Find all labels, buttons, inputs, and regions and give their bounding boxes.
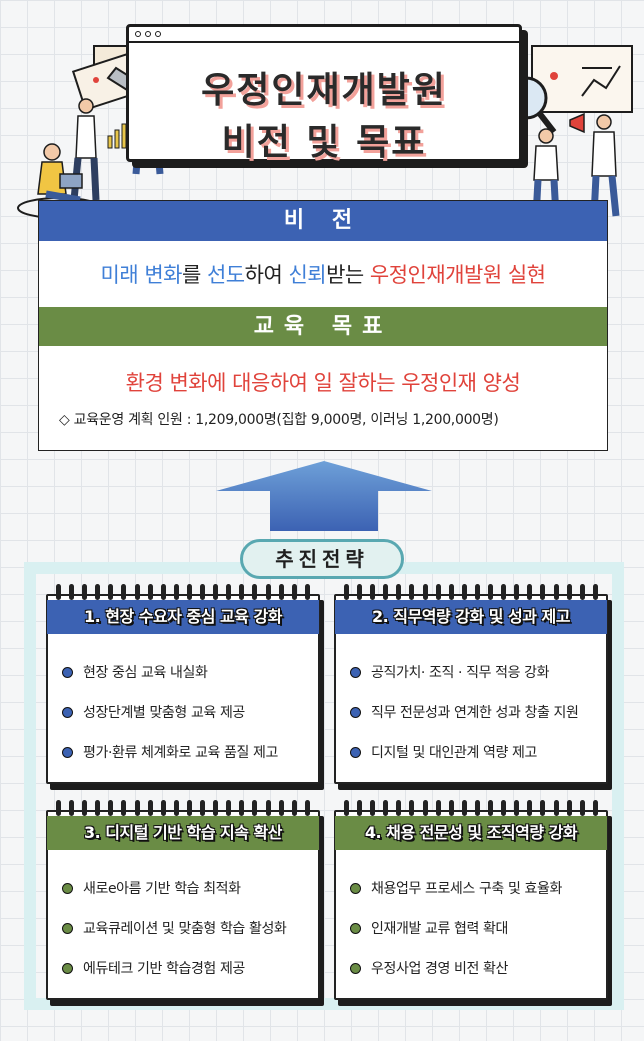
bullet-dot-icon	[350, 746, 361, 758]
window-dots-icon	[135, 31, 161, 37]
list-item-label: 현장 중심 교육 내실화	[83, 665, 208, 681]
bullet-dot-icon	[62, 706, 73, 718]
list-item: 채용업무 프로세스 구축 및 효율화	[350, 868, 600, 908]
vision-segment: 선도	[206, 263, 245, 287]
strategy-card: 3. 디지털 기반 학습 지속 확산 새로e아름 기반 학습 최적화 교육큐레이…	[46, 800, 320, 1000]
list-item-label: 새로e아름 기반 학습 최적화	[83, 881, 241, 897]
strategy-card: 4. 채용 전문성 및 조직역량 강화 채용업무 프로세스 구축 및 효율화 인…	[334, 800, 608, 1000]
list-item-label: 직무 전문성과 연계한 성과 창출 지원	[371, 705, 579, 721]
list-item: 현장 중심 교육 내실화	[62, 652, 312, 692]
list-item: 디지털 및 대인관계 역량 제고	[350, 732, 600, 772]
vision-goal-box: 비 전 미래 변화를 선도하여 신뢰받는 우정인재개발원 실현 교육 목표 환경…	[38, 200, 608, 451]
vision-segment: 미래 변화	[100, 263, 183, 287]
list-item-label: 성장단계별 맞춤형 교육 제공	[83, 705, 245, 721]
title-board: 우정인재개발원 비전 및 목표	[126, 24, 522, 163]
list-item: 직무 전문성과 연계한 성과 창출 지원	[350, 692, 600, 732]
vision-segment: 우정인재개발원 실현	[369, 263, 546, 287]
binder-rings-icon	[344, 584, 598, 600]
strategy-card-heading: 3. 디지털 기반 학습 지속 확산	[47, 816, 319, 850]
bullet-dot-icon	[350, 882, 361, 894]
list-item-label: 평가·환류 체계화로 교육 품질 제고	[83, 745, 278, 761]
vision-segment: 신뢰	[288, 263, 327, 287]
vision-segment: 받는	[326, 263, 370, 287]
list-item: 우정사업 경영 비전 확산	[350, 948, 600, 988]
binder-rings-icon	[344, 800, 598, 816]
binder-rings-icon	[56, 584, 310, 600]
list-item: 공직가치· 조직 · 직무 적응 강화	[350, 652, 600, 692]
strategy-card: 2. 직무역량 강화 및 성과 제고 공직가치· 조직 · 직무 적응 강화 직…	[334, 584, 608, 784]
list-item-label: 디지털 및 대인관계 역량 제고	[371, 745, 537, 761]
strategy-card-list: 새로e아름 기반 학습 최적화 교육큐레이션 및 맞춤형 학습 활성화 에듀테크…	[62, 868, 312, 988]
strategy-card-list: 현장 중심 교육 내실화 성장단계별 맞춤형 교육 제공 평가·환류 체계화로 …	[62, 652, 312, 772]
bullet-dot-icon	[350, 706, 361, 718]
bullet-dot-icon	[350, 922, 361, 934]
strategy-card-heading: 1. 현장 수요자 중심 교육 강화	[47, 600, 319, 634]
strategy-card: 1. 현장 수요자 중심 교육 강화 현장 중심 교육 내실화 성장단계별 맞춤…	[46, 584, 320, 784]
list-item: 에듀테크 기반 학습경험 제공	[62, 948, 312, 988]
bullet-dot-icon	[350, 666, 361, 678]
strategy-card-heading: 2. 직무역량 강화 및 성과 제고	[335, 600, 607, 634]
vision-statement: 미래 변화를 선도하여 신뢰받는 우정인재개발원 실현	[39, 259, 607, 289]
bullet-dot-icon	[62, 922, 73, 934]
vision-header: 비 전	[39, 201, 607, 241]
goal-note: ◇ 교육운영 계획 인원 : 1,209,000명(집합 9,000명, 이러닝…	[59, 412, 499, 428]
strategy-frame	[24, 562, 624, 1010]
list-item: 인재개발 교류 협력 확대	[350, 908, 600, 948]
list-item: 평가·환류 체계화로 교육 품질 제고	[62, 732, 312, 772]
bullet-dot-icon	[62, 882, 73, 894]
strategy-title: 추진전략	[240, 539, 404, 579]
list-item: 성장단계별 맞춤형 교육 제공	[62, 692, 312, 732]
list-item-label: 우정사업 경영 비전 확산	[371, 961, 508, 977]
strategy-card-list: 채용업무 프로세스 구축 및 효율화 인재개발 교류 협력 확대 우정사업 경영…	[350, 868, 600, 988]
strategy-card-heading: 4. 채용 전문성 및 조직역량 강화	[335, 816, 607, 850]
bullet-dot-icon	[62, 666, 73, 678]
list-item-label: 채용업무 프로세스 구축 및 효율화	[371, 881, 562, 897]
bullet-dot-icon	[62, 962, 73, 974]
list-item: 새로e아름 기반 학습 최적화	[62, 868, 312, 908]
strategy-card-list: 공직가치· 조직 · 직무 적응 강화 직무 전문성과 연계한 성과 창출 지원…	[350, 652, 600, 772]
up-arrow-icon	[216, 461, 432, 531]
vision-segment: 를	[181, 263, 207, 287]
bullet-dot-icon	[350, 962, 361, 974]
page-subtitle: 비전 및 목표	[221, 122, 427, 163]
goal-statement: 환경 변화에 대응하여 일 잘하는 우정인재 양성	[125, 371, 521, 395]
page-title: 우정인재개발원	[201, 70, 447, 111]
vision-segment: 하여	[244, 263, 289, 287]
list-item: 교육큐레이션 및 맞춤형 학습 활성화	[62, 908, 312, 948]
list-item-label: 공직가치· 조직 · 직무 적응 강화	[371, 665, 550, 681]
list-item-label: 교육큐레이션 및 맞춤형 학습 활성화	[83, 921, 287, 937]
bullet-dot-icon	[62, 746, 73, 758]
binder-rings-icon	[56, 800, 310, 816]
list-item-label: 인재개발 교류 협력 확대	[371, 921, 508, 937]
list-item-label: 에듀테크 기반 학습경험 제공	[83, 961, 245, 977]
goal-header: 교육 목표	[39, 307, 607, 346]
